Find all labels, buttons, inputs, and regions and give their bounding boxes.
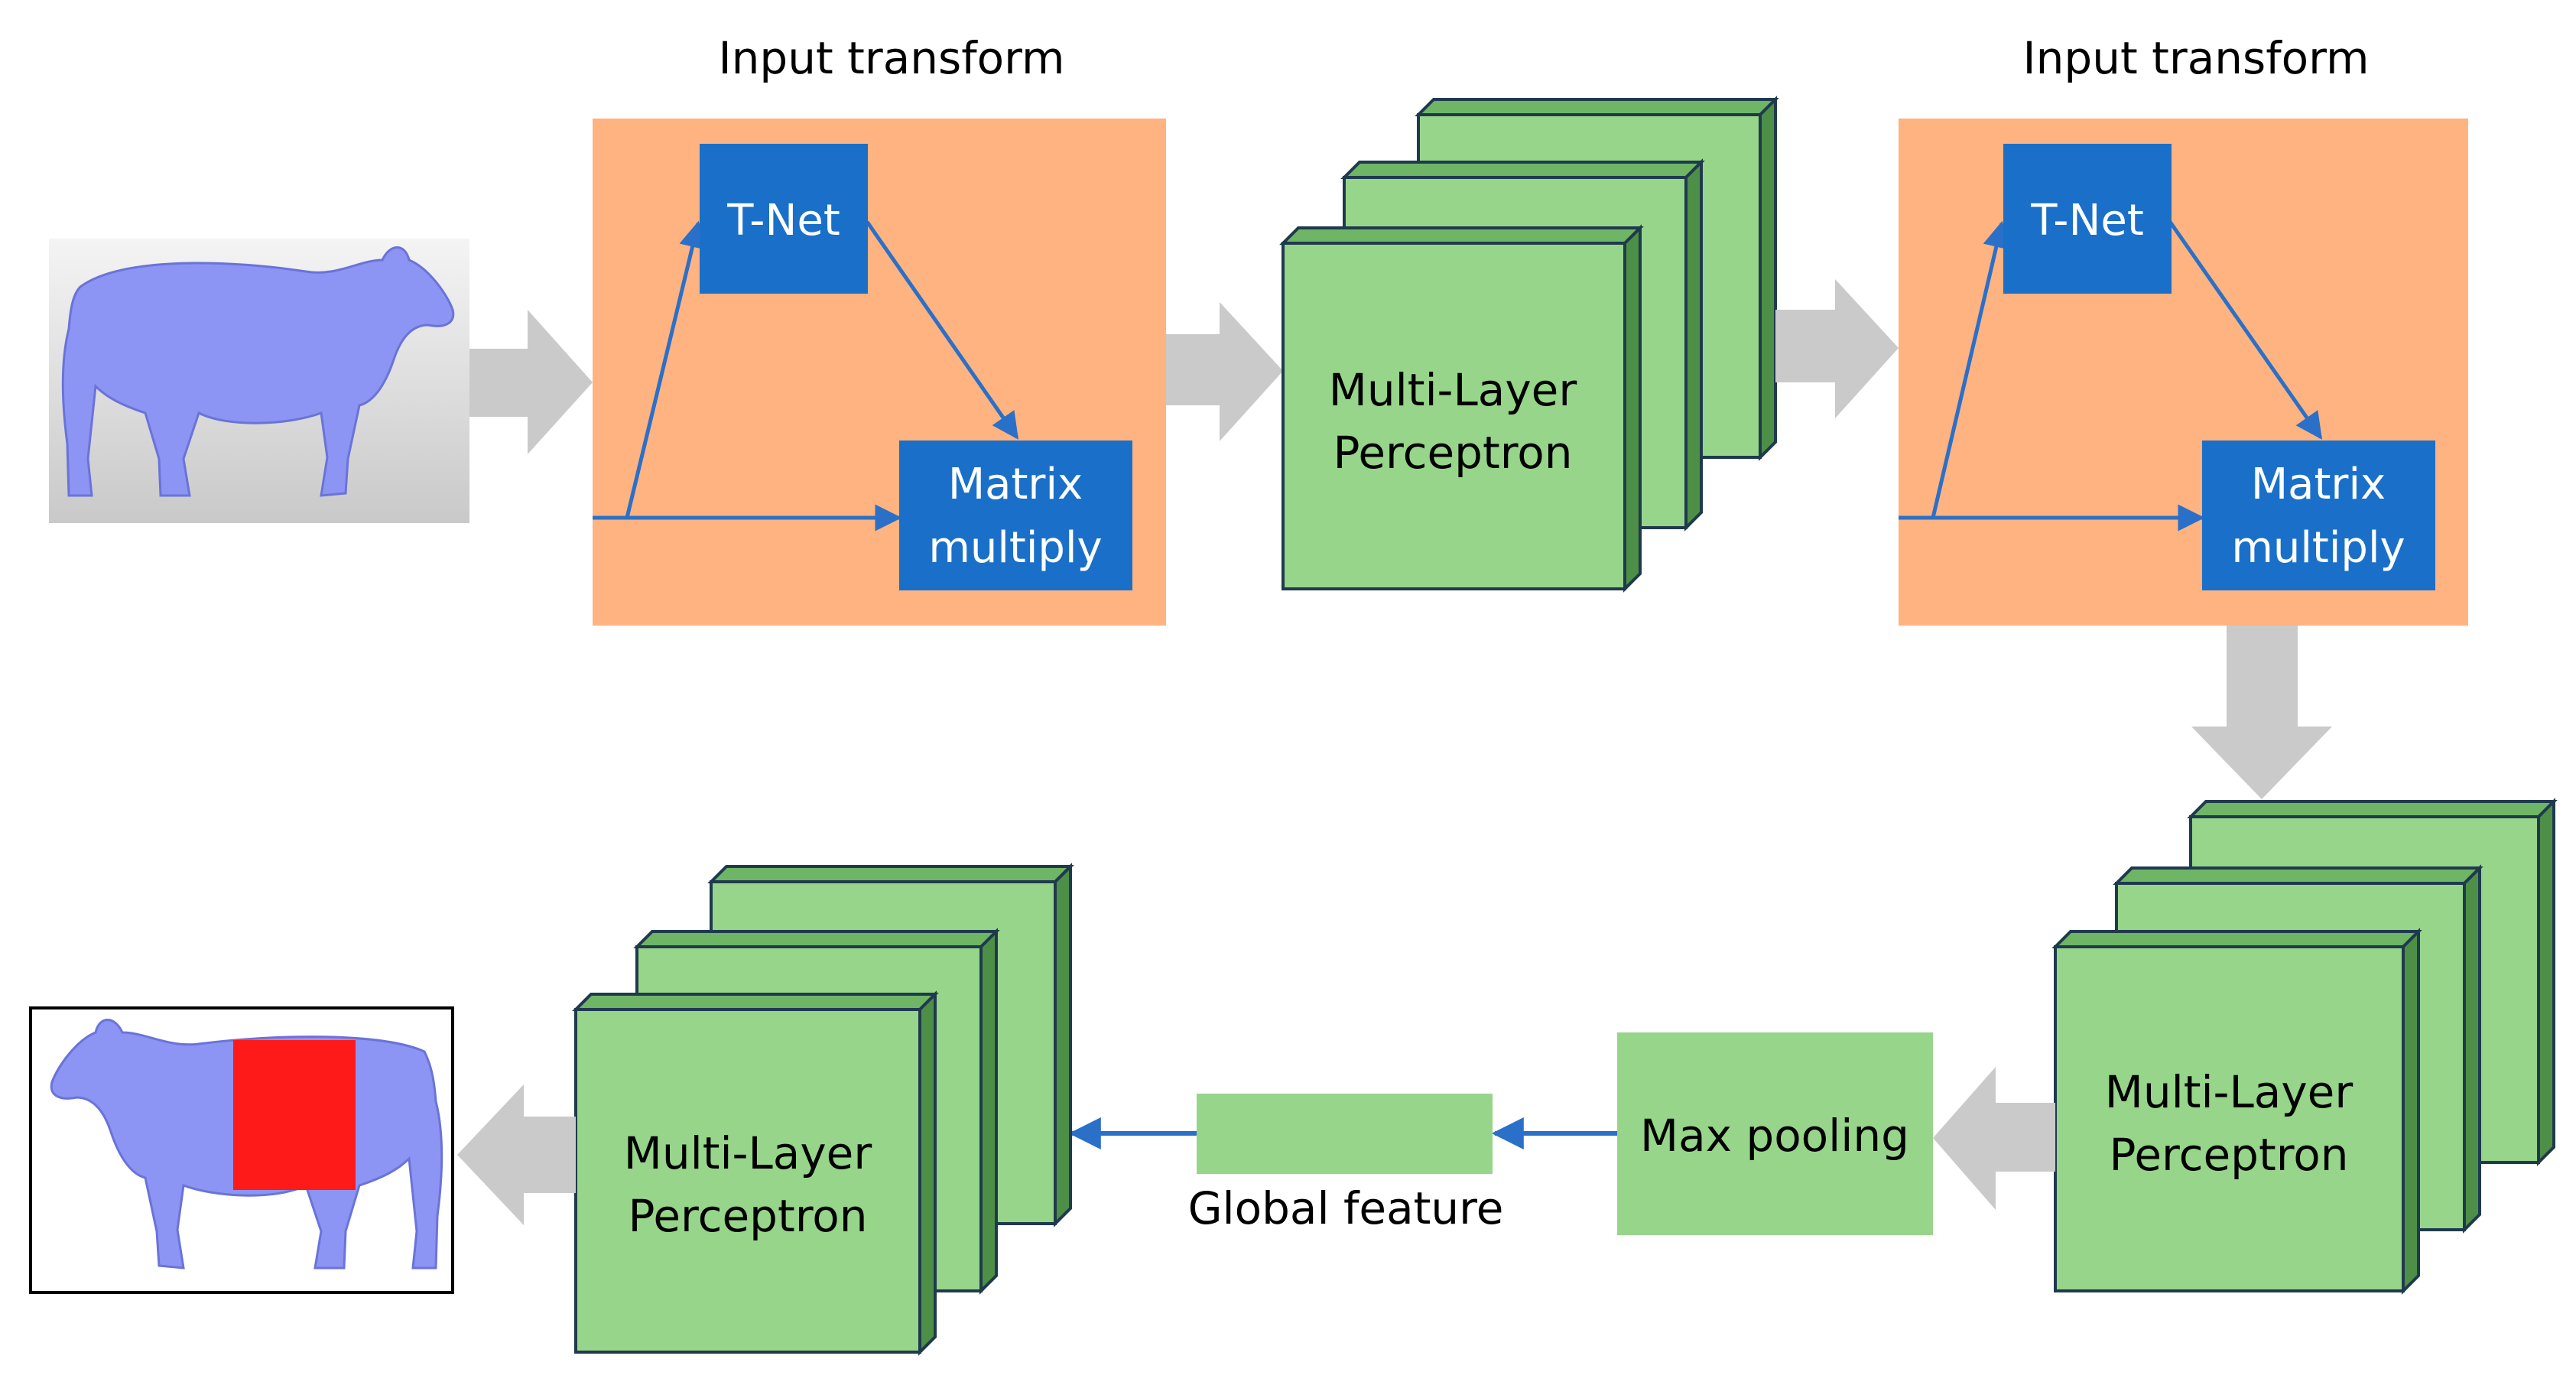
- max-pooling-box: [1617, 1032, 1933, 1235]
- mlp-front-top: [1282, 242, 1626, 590]
- tnet-box-1: [700, 144, 868, 294]
- tnet-box-2: [2003, 144, 2172, 294]
- mlp-bottom-left-label-a: Multi-Layer: [624, 1127, 872, 1179]
- input-transform-title-1: Input transform: [719, 32, 1065, 84]
- cow-icon: [61, 246, 455, 497]
- mlp-top-label-b: Perceptron: [1333, 427, 1572, 479]
- mlp-stack-bottom-left: [572, 863, 1074, 1356]
- matrix-multiply-label-1a: Matrix: [948, 460, 1083, 509]
- flow-arrow-1: [469, 310, 593, 454]
- tnet-label-2: T-Net: [2030, 196, 2144, 245]
- max-pooling-label: Max pooling: [1640, 1110, 1909, 1162]
- flow-arrow-down: [2191, 626, 2332, 799]
- mlp-stack-top: [1279, 96, 1779, 593]
- flow-arrow-4: [1933, 1067, 2055, 1210]
- mlp-bottom-right-label-a: Multi-Layer: [2105, 1066, 2353, 1118]
- segmented-cow-icon: [50, 1019, 443, 1270]
- mlp-stack-bottom-right: [2051, 798, 2558, 1295]
- input-transform-title-2: Input transform: [2023, 32, 2370, 84]
- segmented-region: [233, 1040, 356, 1190]
- mlp-front-bottom-right: [2054, 945, 2405, 1292]
- matrix-multiply-label-1b: multiply: [928, 523, 1102, 573]
- mlp-bottom-left-label-b: Perceptron: [628, 1190, 867, 1242]
- global-feature-box: [1197, 1094, 1493, 1174]
- input-transform-block-2: Input transform T-Net Matrix multiply: [1899, 32, 2468, 626]
- input-transform-block-1: Input transform T-Net Matrix multiply: [593, 32, 1166, 626]
- flow-arrow-2: [1166, 302, 1283, 441]
- mlp-bottom-right-label-b: Perceptron: [2109, 1129, 2348, 1181]
- matrix-multiply-label-2b: multiply: [2231, 523, 2405, 573]
- tnet-label-1: T-Net: [726, 196, 840, 245]
- mlp-front-bottom-left: [574, 1008, 921, 1354]
- output-segmentation-image: [29, 1006, 454, 1294]
- input-point-cloud-image: [49, 239, 469, 523]
- flow-arrow-5: [457, 1084, 576, 1225]
- global-feature-label: Global feature: [1188, 1182, 1504, 1234]
- matrix-multiply-label-2a: Matrix: [2251, 460, 2386, 509]
- mlp-top-label-a: Multi-Layer: [1329, 364, 1577, 416]
- flow-arrow-3: [1775, 279, 1899, 418]
- matrix-multiply-box-1: [899, 441, 1132, 590]
- matrix-multiply-box-2: [2202, 441, 2435, 590]
